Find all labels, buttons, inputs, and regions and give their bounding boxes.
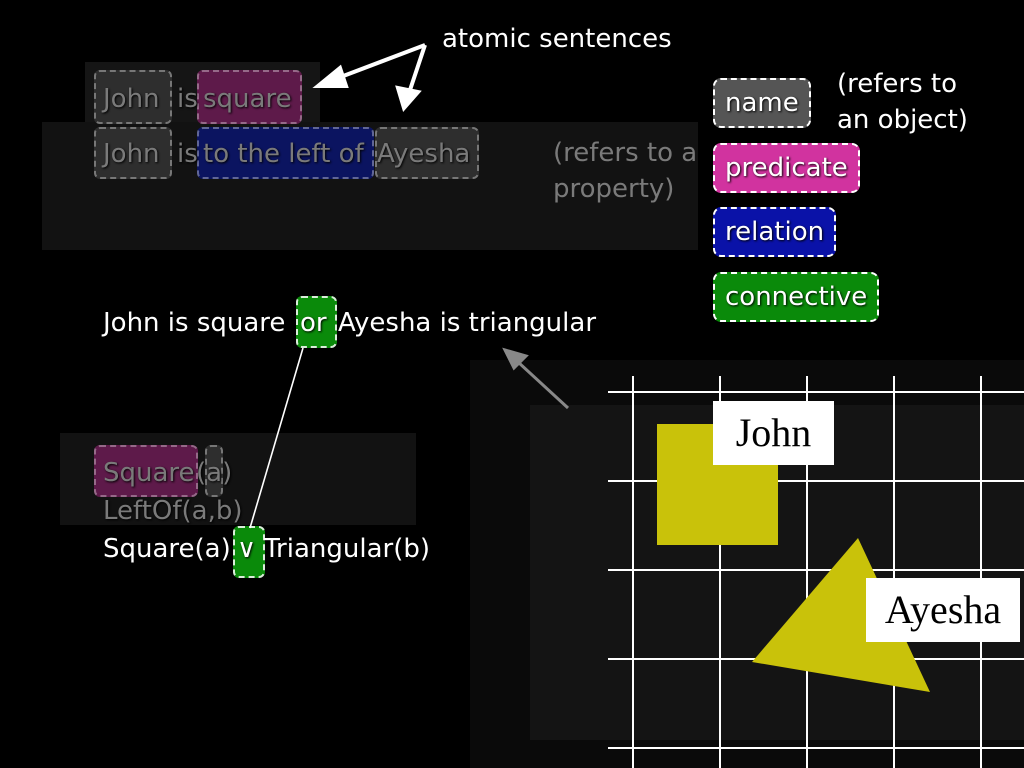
name-tag-ayesha bbox=[375, 127, 479, 179]
property-note-line1: (refers to a bbox=[553, 138, 698, 168]
name-tag-john-2 bbox=[94, 127, 172, 179]
arrow-head-left bbox=[312, 64, 349, 88]
connective-tag-or bbox=[296, 296, 337, 348]
formula-disjunction-right: Triangular(b) bbox=[264, 534, 431, 564]
name-tag-john-1 bbox=[94, 70, 172, 124]
atomic-sentences-label: atomic sentences bbox=[442, 24, 672, 54]
sentence2-is: is bbox=[177, 139, 198, 169]
formula-square-arg: (a) bbox=[196, 458, 233, 488]
world-to-sentence-arrow bbox=[502, 347, 570, 410]
sentence1-is: is bbox=[177, 84, 198, 114]
sentence1-predicate: square bbox=[203, 84, 292, 114]
formula-disjunction-left: Square(a) bbox=[103, 534, 231, 564]
formula-name-tag bbox=[205, 445, 223, 497]
sentence2-name1: John bbox=[103, 139, 160, 169]
predicate-tag-square bbox=[197, 70, 302, 124]
john-label: John bbox=[735, 410, 812, 455]
english-connective: or bbox=[300, 308, 327, 338]
relation-tag-left-of bbox=[197, 127, 374, 179]
legend-relation: relation bbox=[713, 207, 837, 257]
legend-connective: connective bbox=[713, 272, 880, 322]
formula-leftof: LeftOf(a,b) bbox=[103, 496, 243, 526]
legend-name: name bbox=[713, 78, 811, 128]
ayesha-label-box bbox=[866, 578, 1020, 642]
formula-predicate-tag bbox=[94, 445, 198, 497]
legend-name-note-line1: (refers to bbox=[837, 69, 958, 99]
english-part2: Ayesha is triangular bbox=[338, 308, 597, 338]
arrow-head-down bbox=[395, 85, 422, 113]
formula-square-pred: Square bbox=[103, 458, 195, 488]
formula-disjunction-connective: ∨ bbox=[237, 534, 257, 564]
ayesha-triangle bbox=[752, 538, 930, 692]
sentence2-relation: to the left of bbox=[203, 139, 364, 169]
ayesha-label: Ayesha bbox=[884, 587, 1002, 632]
legend-name-note-line2: an object) bbox=[837, 105, 968, 135]
sentence1-name: John bbox=[103, 84, 160, 114]
english-part1: John is square bbox=[103, 308, 286, 338]
atomic-arrows bbox=[312, 43, 427, 113]
property-note-line2: property) bbox=[553, 174, 675, 204]
world-grid bbox=[608, 376, 1024, 768]
legend-predicate: predicate bbox=[713, 143, 860, 193]
sentence2-name2: Ayesha bbox=[377, 139, 471, 169]
connective-tag-or-symbol bbox=[233, 526, 265, 578]
connective-link-line bbox=[249, 347, 304, 529]
john-label-box bbox=[713, 401, 834, 465]
